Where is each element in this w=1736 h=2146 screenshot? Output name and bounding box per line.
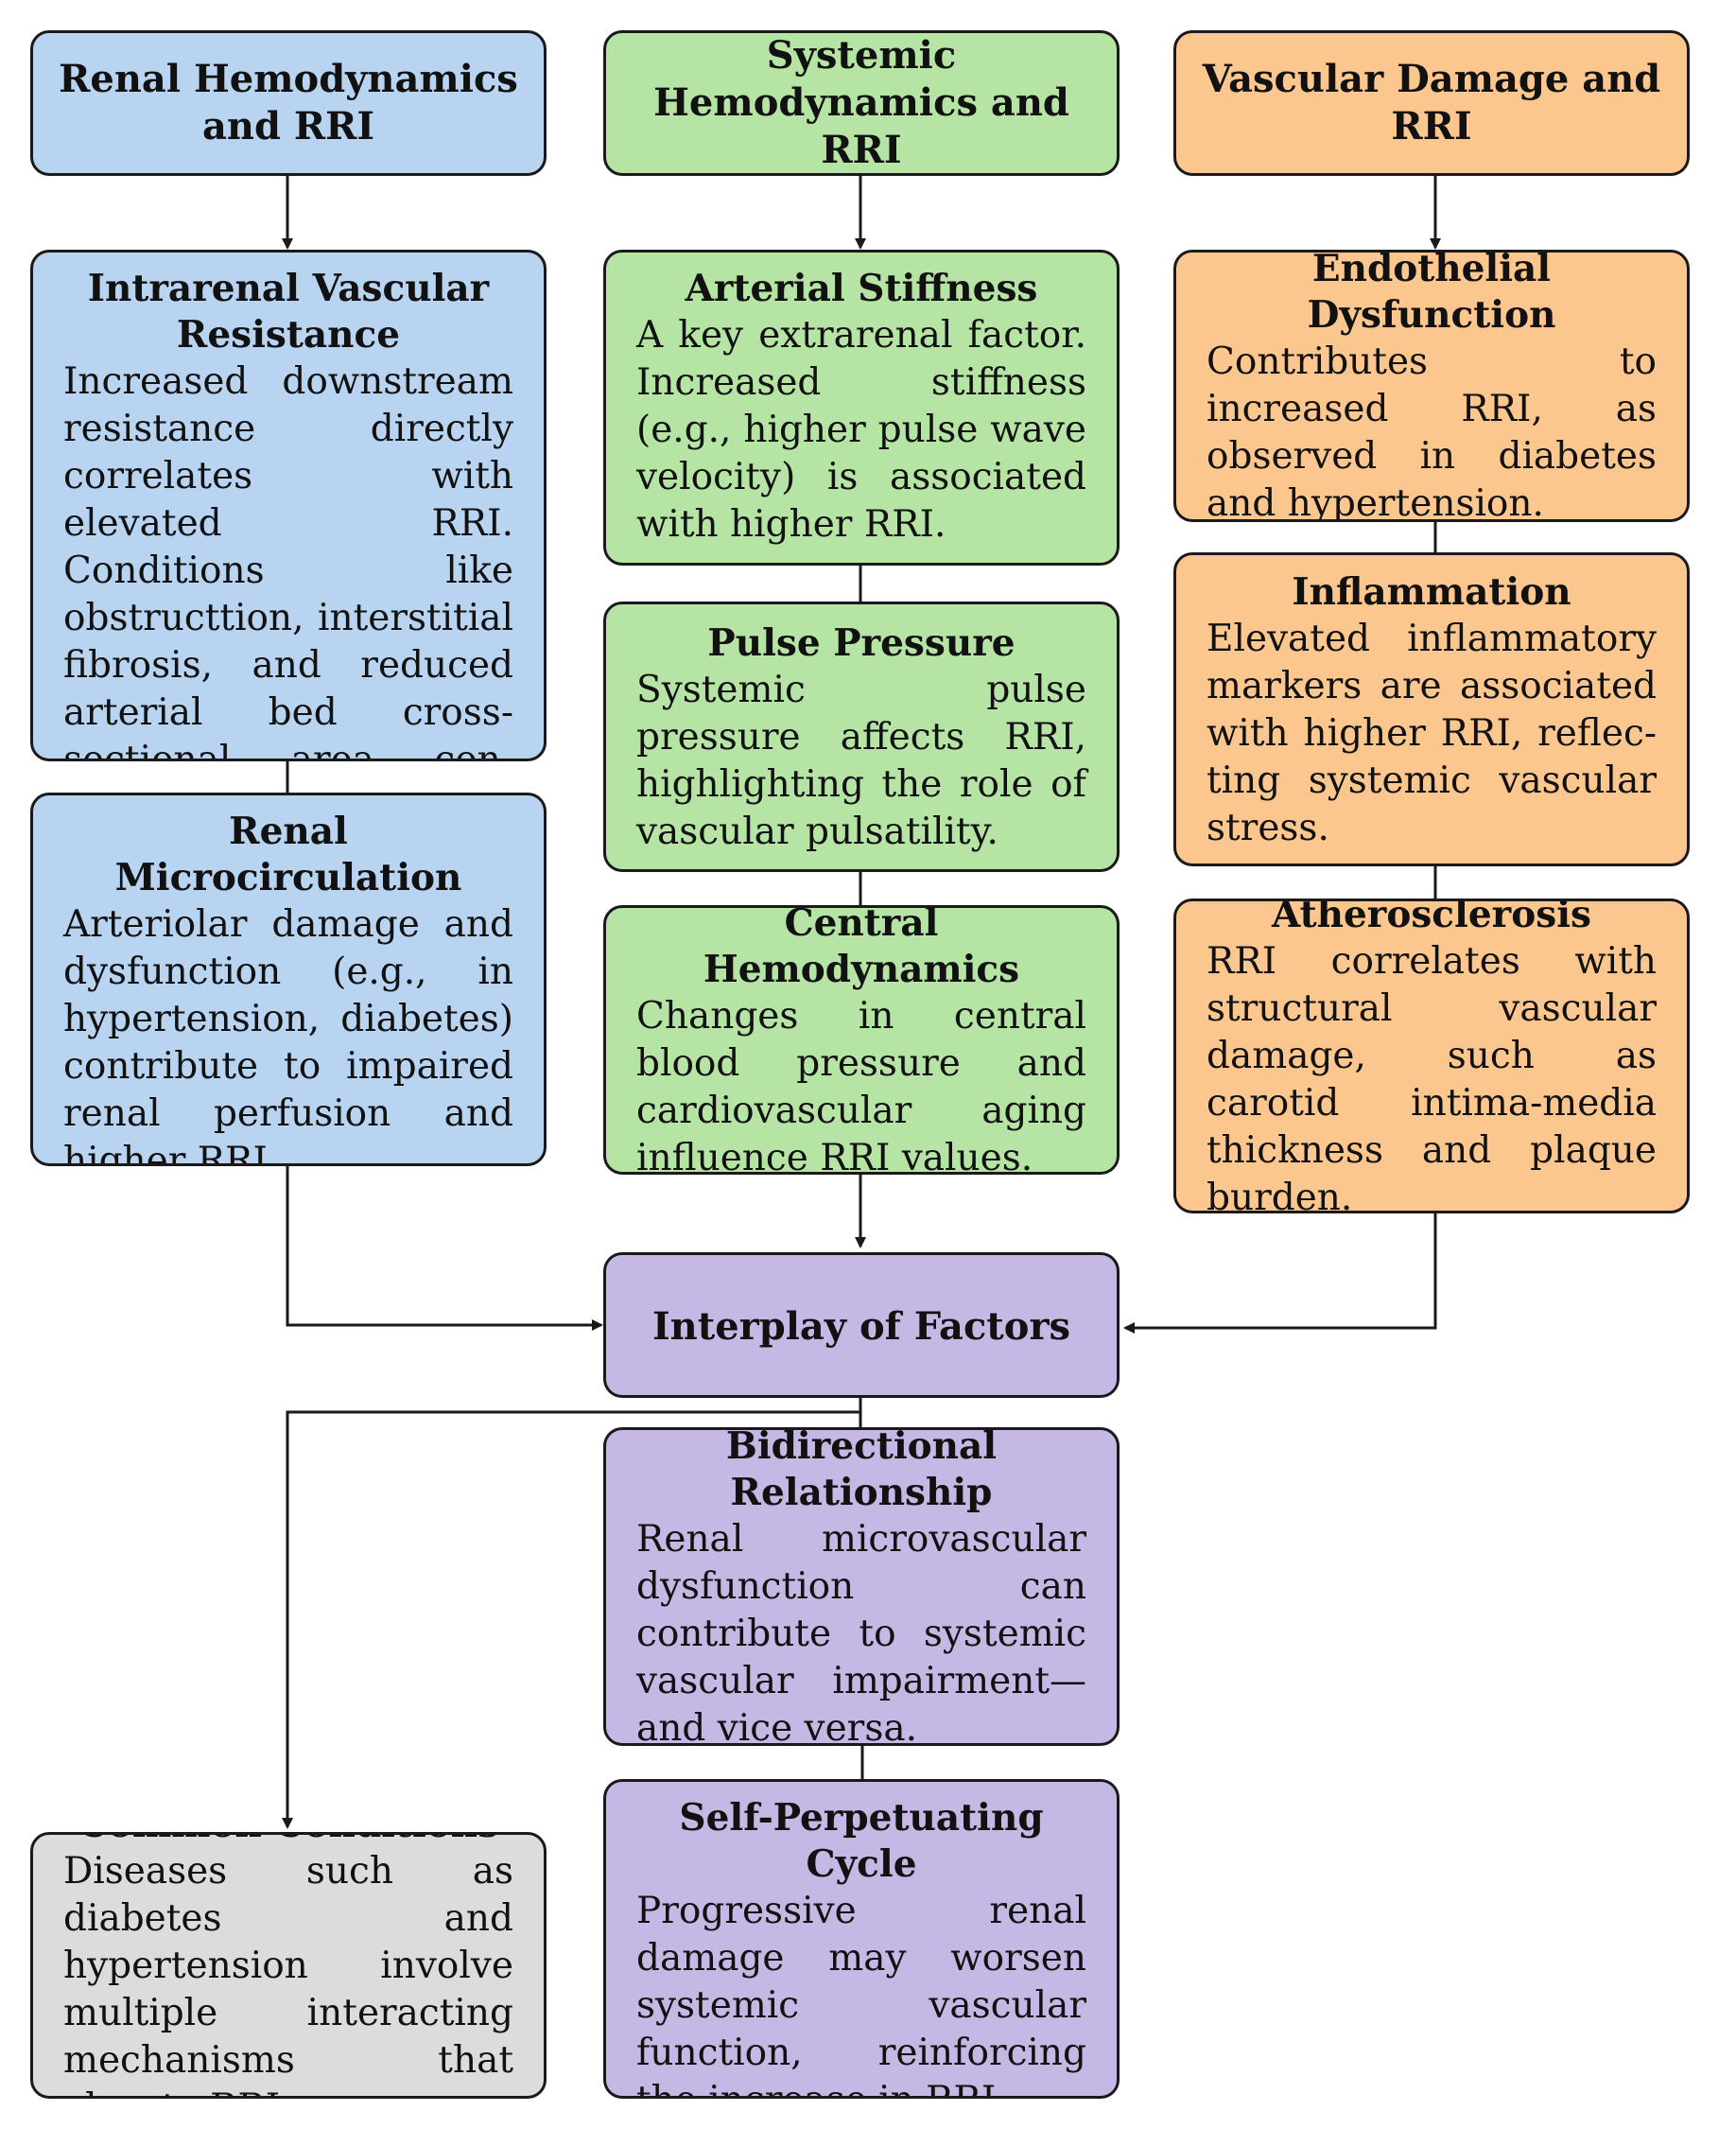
atherosclerosis-text: RRI correlates with struc­tural vascular… — [1207, 940, 1657, 1213]
arterial-stiffness-box: Arterial Stiffness A key extrarenal fact… — [603, 250, 1120, 566]
renal-microcirculation-box: Renal Microcirculation Arteriolar damage… — [30, 793, 547, 1166]
renal-hemodynamics-header-text: Renal Hemodynamics and RRI — [59, 57, 518, 148]
bidirectional-relationship-box: Bidirectional Relationship Renal microva… — [603, 1427, 1120, 1746]
systemic-hemodynamics-header: Systemic Hemodynamics and RRI — [603, 30, 1120, 176]
renal-hemodynamics-header: Renal Hemodynamics and RRI — [30, 30, 547, 176]
intrarenal-vascular-resistance-text: Increased downstream resistance directly… — [63, 360, 513, 761]
endothelial-dysfunction-text: Contributes to increased RRI, as observe… — [1207, 340, 1657, 522]
pulse-pressure-text: Systemic pulse pressure affects RRI, hig… — [636, 668, 1086, 853]
central-hemodynamics-text: Changes in central blood pressure and ca… — [636, 994, 1086, 1175]
arterial-stiffness-title: Arterial Stiffness — [685, 267, 1038, 310]
endothelial-dysfunction-title: Endothelial Dysfunction — [1307, 250, 1556, 337]
vascular-damage-header-text: Vascular Damage and RRI — [1202, 57, 1661, 148]
intrarenal-vascular-resistance-title: Intrarenal Vascular Resistance — [87, 267, 490, 357]
systemic-hemodynamics-header-text: Systemic Hemodynamics and RRI — [653, 33, 1069, 172]
pulse-pressure-box: Pulse Pressure Systemic pulse pressure a… — [603, 602, 1120, 872]
arrow-vascular-to-interplay — [1123, 1213, 1437, 1334]
atherosclerosis-title: Atherosclerosis — [1272, 899, 1591, 936]
arrow-interplay-to-common — [282, 1410, 860, 1829]
renal-microcirculation-text: Arteriolar damage and dysfunction (e.g.,… — [63, 903, 513, 1166]
self-perpetuating-cycle-text: Progressive renal damage may worsen syst… — [636, 1890, 1086, 2096]
central-hemodynamics-title: Central Hemodynamics — [703, 905, 1020, 991]
self-perpetuating-cycle-box: Self-Perpetuating Cycle Progressive rena… — [603, 1779, 1120, 2099]
interplay-of-factors-box: Interplay of Factors — [603, 1252, 1120, 1398]
atherosclerosis-box: Atherosclerosis RRI correlates with stru… — [1173, 899, 1690, 1213]
common-conditions-box: Common Conditions Diseases such as diabe… — [30, 1832, 547, 2099]
intrarenal-vascular-resistance-box: Intrarenal Vascular Resistance Increased… — [30, 250, 547, 761]
interplay-of-factors-title: Interplay of Factors — [651, 1303, 1071, 1349]
bidirectional-relationship-text: Renal microvascular dys­function can con… — [636, 1517, 1086, 1746]
inflammation-text: Elevated inflammatory markers are associ… — [1207, 617, 1657, 849]
self-perpetuating-cycle-title: Self-Perpetuating Cycle — [679, 1796, 1044, 1886]
inflammation-box: Inflammation Elevated inflammatory marke… — [1173, 552, 1690, 866]
arrow-renal-to-interplay — [286, 1166, 603, 1331]
bidirectional-relationship-title: Bidirectional Relationship — [725, 1427, 998, 1514]
central-hemodynamics-box: Central Hemodynamics Changes in central … — [603, 905, 1120, 1175]
arterial-stiffness-text: A key extrarenal factor. Increased stiff… — [636, 314, 1086, 546]
common-conditions-title: Common Conditions — [63, 1835, 513, 1848]
endothelial-dysfunction-box: Endothelial Dysfunction Contributes to i… — [1173, 250, 1690, 522]
vascular-damage-header: Vascular Damage and RRI — [1173, 30, 1690, 176]
pulse-pressure-title: Pulse Pressure — [707, 620, 1016, 665]
common-conditions-text: Diseases such as diabetes and hypertensi… — [63, 1849, 513, 2097]
renal-microcirculation-title: Renal Microcirculation — [114, 810, 462, 899]
inflammation-title: Inflammation — [1292, 569, 1571, 614]
